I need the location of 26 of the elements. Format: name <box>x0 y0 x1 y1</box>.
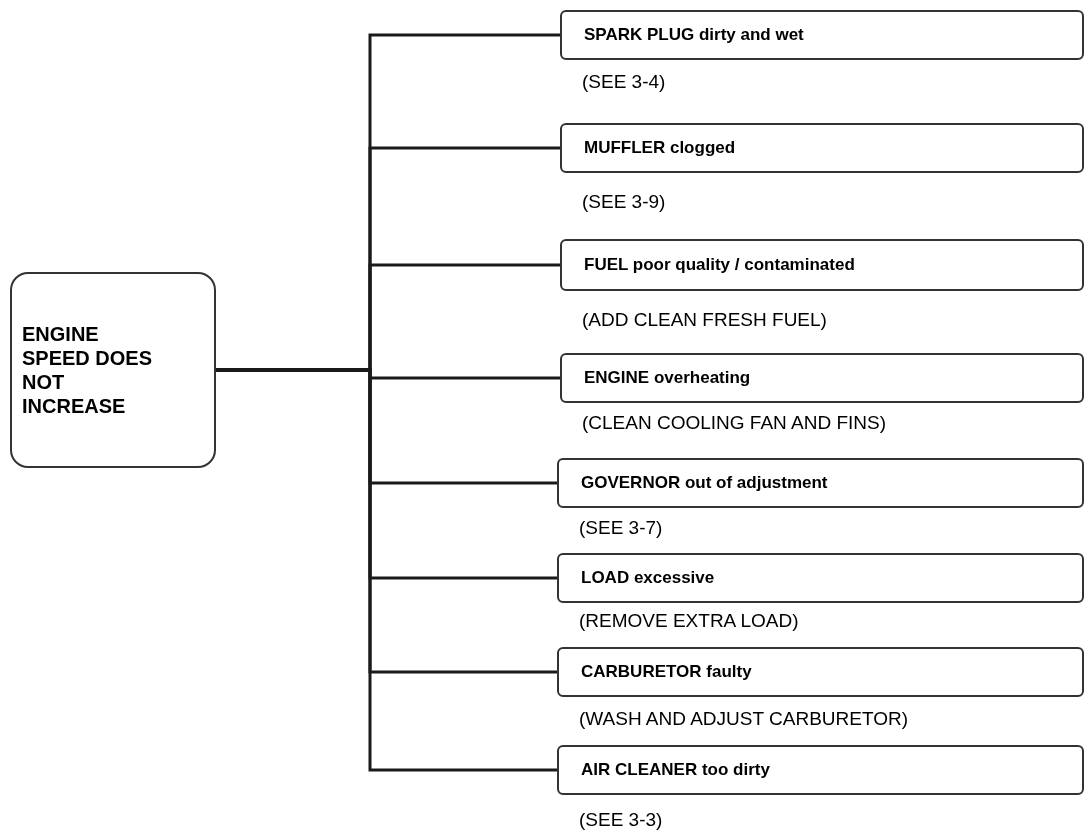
cause-text: FUEL poor quality / contaminated <box>584 254 855 277</box>
cause-text: LOAD excessive <box>581 567 715 590</box>
cause-box <box>560 239 1084 291</box>
remedy-text: (SEE 3-4) <box>582 70 666 94</box>
problem-box <box>10 272 216 468</box>
cause-box <box>557 458 1084 508</box>
cause-text: ENGINE overheating <box>584 367 751 390</box>
remedy-text: (CLEAN COOLING FAN AND FINS) <box>582 411 887 435</box>
cause-box <box>560 353 1084 403</box>
cause-text: MUFFLER clogged <box>584 137 736 160</box>
cause-box <box>557 745 1084 795</box>
problem-text: ENGINE SPEED DOES NOT INCREASE <box>22 322 154 418</box>
cause-box <box>557 553 1084 603</box>
cause-box <box>560 123 1084 173</box>
remedy-text: (WASH AND ADJUST CARBURETOR) <box>579 707 909 731</box>
remedy-text: (ADD CLEAN FRESH FUEL) <box>582 308 827 332</box>
remedy-text: (SEE 3-3) <box>579 808 663 832</box>
remedy-text: (SEE 3-7) <box>579 516 663 540</box>
cause-text: SPARK PLUG dirty and wet <box>584 24 804 47</box>
remedy-text: (SEE 3-9) <box>582 190 666 214</box>
cause-box <box>560 10 1084 60</box>
cause-box <box>557 647 1084 697</box>
remedy-text: (REMOVE EXTRA LOAD) <box>579 609 799 633</box>
cause-text: AIR CLEANER too dirty <box>581 759 770 782</box>
cause-text: CARBURETOR faulty <box>581 661 752 684</box>
cause-text: GOVERNOR out of adjustment <box>581 472 828 495</box>
